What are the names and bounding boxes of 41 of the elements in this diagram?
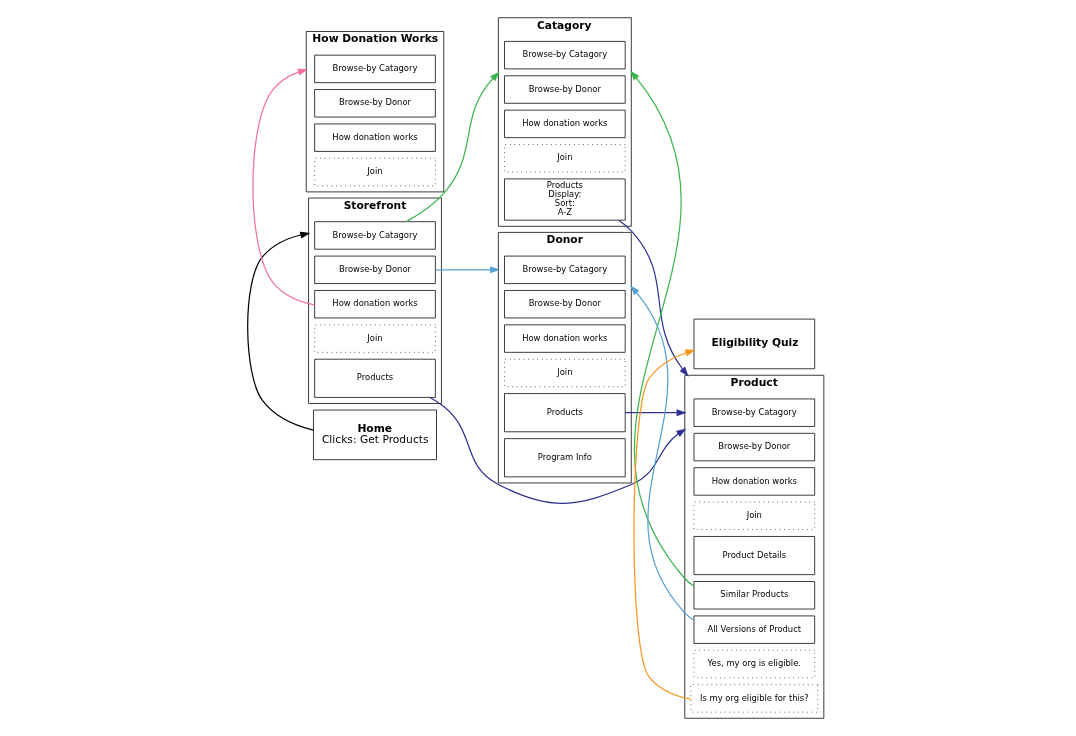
node-box: Join (504, 144, 626, 173)
node-box: Similar Products (693, 581, 816, 610)
node-box: Join (314, 324, 436, 353)
node-box: Join (504, 358, 626, 388)
node-box: Yes, my org is eligible. (693, 649, 816, 679)
arrow (618, 219, 689, 377)
arrow (435, 266, 501, 274)
node-box: Browse-by Donor (314, 89, 436, 118)
node-box: How donation works (314, 123, 436, 152)
node-box: Browse-by Catagory (504, 41, 626, 70)
arrow (624, 409, 687, 417)
node-box: How donation works (504, 324, 626, 353)
node-box: Product Details (693, 536, 816, 576)
node-box: Is my org eligible for this? (690, 684, 819, 713)
node-box: How donation works (693, 467, 816, 496)
node-box: Browse-by Catagory (504, 255, 626, 284)
node-box: Program Info (504, 438, 626, 478)
node-box: Products (314, 358, 436, 398)
node-box: How donation works (314, 290, 436, 319)
node-box: Products Display: Sort: A-Z (504, 178, 626, 221)
node-box: Browse-by Donor (693, 432, 816, 462)
node-box: Products (504, 393, 626, 433)
arrow (630, 70, 695, 587)
node-box: Browse-by Donor (504, 75, 626, 104)
arrow (429, 396, 687, 504)
node-box: All Versions of Product (693, 615, 816, 644)
arrow (252, 68, 316, 306)
node-box: Join (314, 157, 436, 187)
node-box: Browse-by Catagory (314, 221, 436, 250)
node-box: Home Clicks: Get Products (313, 409, 437, 461)
arrow (630, 285, 695, 621)
node-box: Browse-by Catagory (314, 54, 436, 84)
node-box: How donation works (504, 109, 626, 139)
arrow (405, 71, 500, 223)
node-box: Eligibility Quiz (693, 318, 816, 370)
node-box: Browse-by Donor (504, 290, 626, 319)
node-box: Join (693, 501, 816, 530)
node-box: Browse-by Donor (314, 255, 436, 284)
node-box: Browse-by Catagory (693, 398, 816, 427)
arrow (633, 349, 696, 700)
arrow (247, 231, 314, 431)
